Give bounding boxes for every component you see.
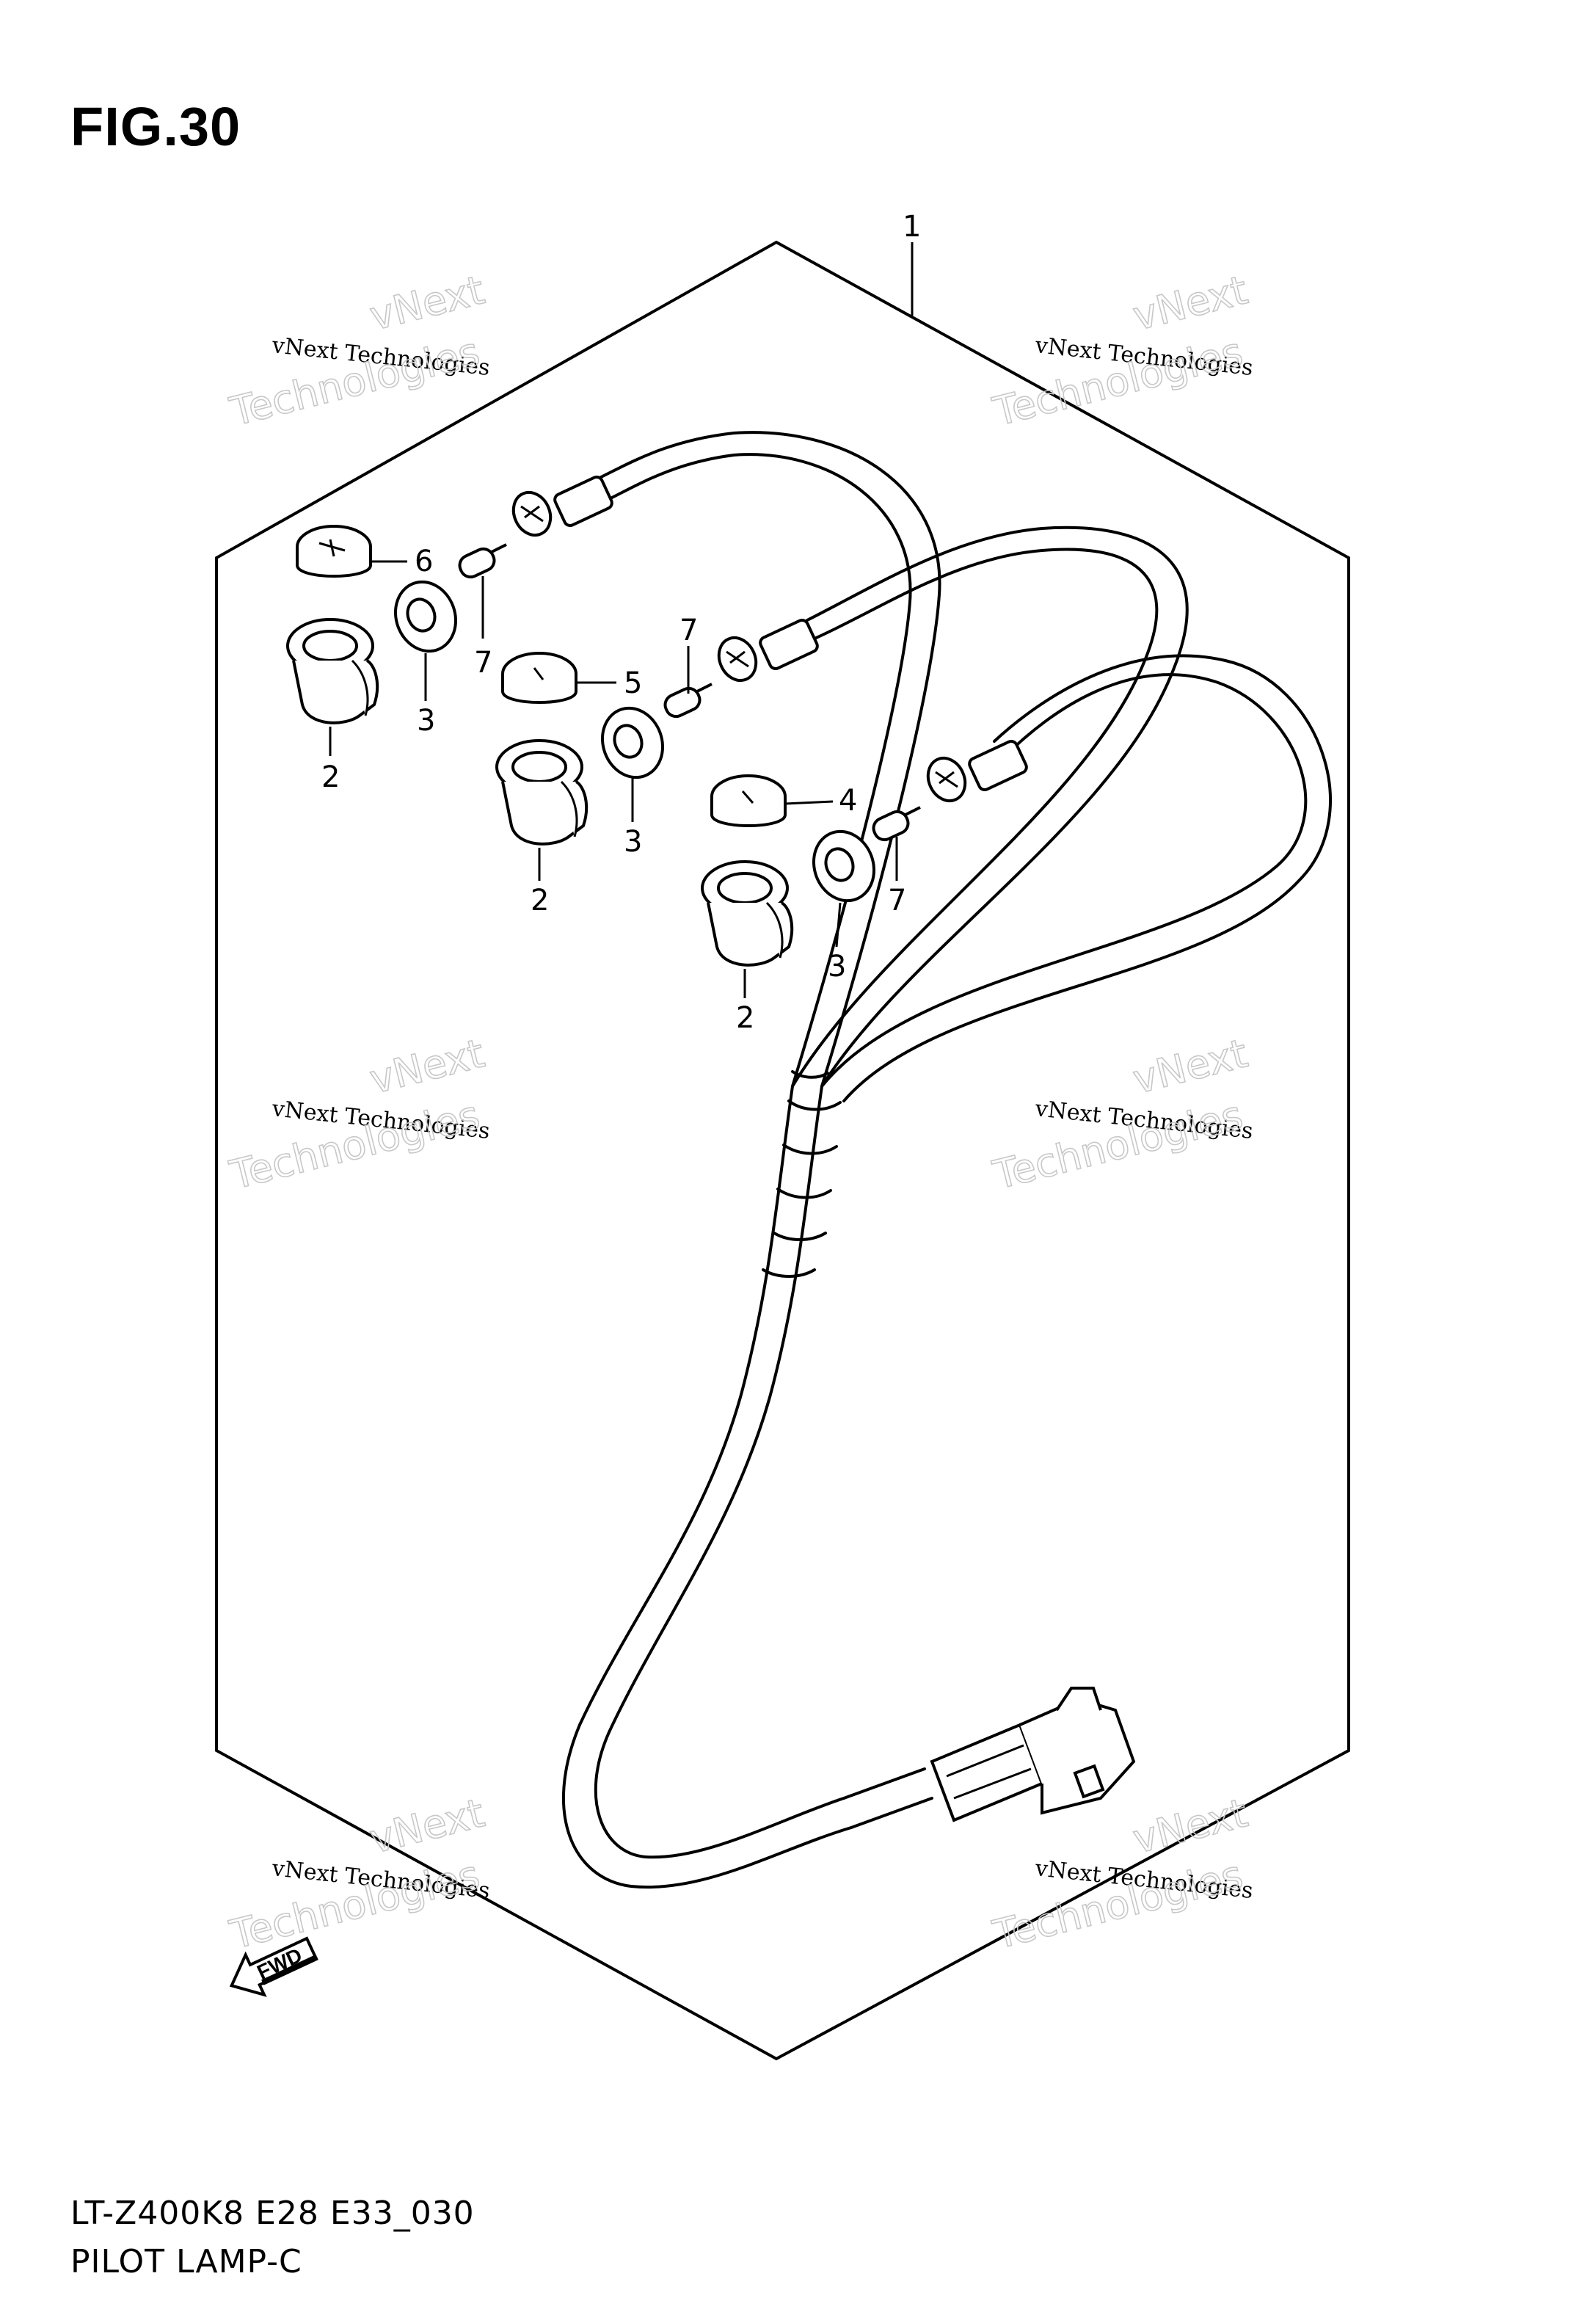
callout-5: 5 xyxy=(624,666,642,700)
callout-3c: 3 xyxy=(828,950,846,984)
callout-labels: 1 6 7 3 2 5 7 3 2 4 7 3 2 xyxy=(321,210,921,1035)
callout-3b: 3 xyxy=(624,825,642,859)
callout-7b: 7 xyxy=(679,614,698,647)
leader-lines xyxy=(329,242,914,998)
bulb-2 xyxy=(663,683,713,719)
watermark-mid-right: vNext vNext Technologies Technologies xyxy=(988,1030,1254,1199)
callout-4: 4 xyxy=(839,784,857,818)
model-code: LT-Z400K8 E28 E33_030 xyxy=(70,2195,475,2232)
grommet-1 xyxy=(393,580,458,653)
callout-7a: 7 xyxy=(474,646,492,680)
watermark-bottom-left: vNext vNext Technologies Technologies xyxy=(225,1789,491,1959)
bulb-socket-3 xyxy=(926,739,1028,803)
bulb-socket-2 xyxy=(717,618,819,683)
callout-1: 1 xyxy=(903,210,921,244)
harness-coupler xyxy=(930,1687,1136,1822)
grommet-2 xyxy=(600,706,665,779)
callout-2b: 2 xyxy=(531,884,549,917)
callout-7c: 7 xyxy=(888,884,906,917)
callout-2a: 2 xyxy=(321,760,340,794)
callout-2c: 2 xyxy=(736,1001,754,1035)
bulb-3 xyxy=(872,806,921,842)
lamp-holder-1 xyxy=(286,618,379,724)
watermark-top-left: vNext vNext Technologies Technologies xyxy=(225,266,491,436)
lamp-holder-2 xyxy=(495,739,589,846)
figure-caption: PILOT LAMP-C xyxy=(70,2243,302,2280)
callout-3a: 3 xyxy=(417,704,435,738)
lamp-cap-6 xyxy=(296,525,372,578)
wire-harness xyxy=(562,431,1332,1889)
watermark-top-right: vNext vNext Technologies Technologies xyxy=(988,266,1254,436)
bulb-socket-1 xyxy=(511,475,613,537)
watermark-mid-left: vNext vNext Technologies Technologies xyxy=(225,1030,491,1199)
lamp-cap-5 xyxy=(501,652,577,704)
grommet-3 xyxy=(812,829,876,903)
assembly-outline xyxy=(215,240,1350,2061)
figure-title: FIG.30 xyxy=(70,96,241,157)
watermark-bottom-right: vNext vNext Technologies Technologies xyxy=(988,1789,1254,1959)
bulb-1 xyxy=(458,543,507,579)
lamp-holder-3 xyxy=(701,860,794,967)
callout-6: 6 xyxy=(415,545,433,578)
lamp-cap-4 xyxy=(710,774,787,827)
